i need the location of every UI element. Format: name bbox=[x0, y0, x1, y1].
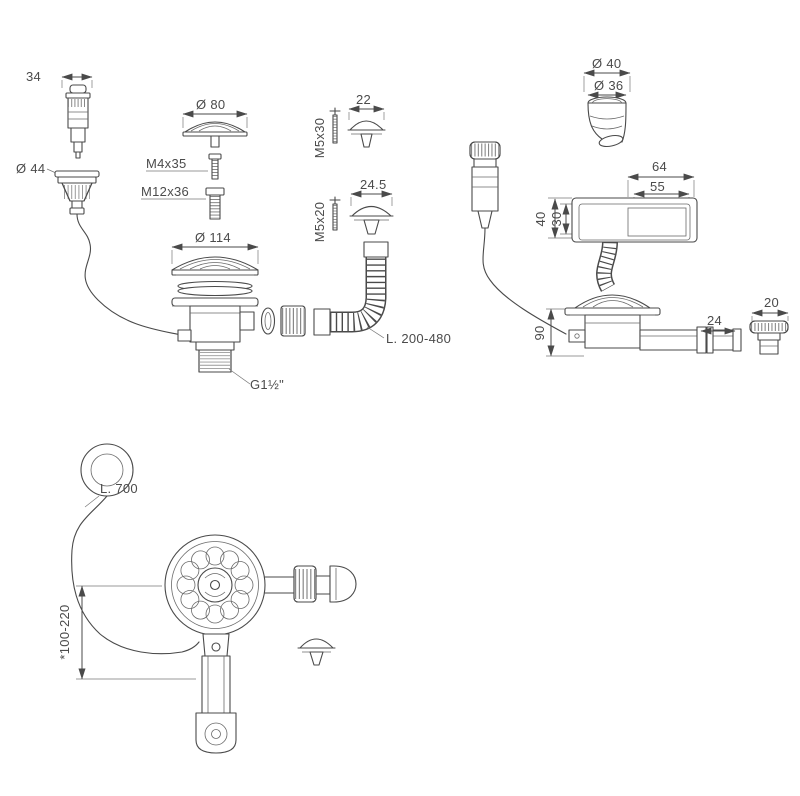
dim-30: 30 bbox=[549, 211, 564, 226]
part-control-knob: L. 700 bbox=[71, 443, 200, 655]
strainer-petal-pattern bbox=[176, 546, 254, 624]
dim-64: 64 bbox=[652, 159, 667, 174]
dim-22: 22 bbox=[356, 92, 371, 107]
cable-left bbox=[76, 213, 182, 336]
part-gasket bbox=[177, 280, 253, 297]
dim-24-5: 24.5 bbox=[360, 177, 387, 192]
screw-m5x20: M5x20 bbox=[312, 196, 341, 243]
part-actuator-knob-small: 20 24 bbox=[700, 295, 789, 355]
dim-diameter-40-outer: Ø 40 bbox=[592, 56, 621, 71]
dim-diameter-44: Ø 44 bbox=[16, 161, 45, 176]
dim-20: 20 bbox=[764, 295, 779, 310]
part-knurled-nut bbox=[280, 305, 306, 337]
part-flex-hose-right bbox=[596, 241, 618, 292]
label-m5x20: M5x20 bbox=[312, 202, 327, 243]
part-overflow-cap-bottom: 24.5 bbox=[349, 177, 394, 235]
part-outlet-elbow: Ø 40 Ø 36 bbox=[583, 56, 631, 148]
screw-m5x30: M5x30 bbox=[312, 107, 341, 159]
screw-m4x35: M4x35 bbox=[146, 153, 222, 180]
label-cable-length: L. 700 bbox=[100, 481, 138, 496]
part-tailpipe bbox=[195, 633, 237, 754]
cable-right bbox=[482, 227, 567, 335]
dim-40: 40 bbox=[533, 211, 548, 226]
label-hose-length: L. 200-480 bbox=[386, 331, 451, 346]
part-pushbutton: 34 bbox=[26, 69, 93, 159]
label-m12x36: M12x36 bbox=[141, 184, 189, 199]
part-drain-body-right: 90 bbox=[532, 294, 742, 357]
dim-34: 34 bbox=[26, 69, 41, 84]
dim-24: 24 bbox=[707, 313, 722, 328]
label-m5x30: M5x30 bbox=[312, 118, 327, 159]
dim-install-height: *100-220 bbox=[57, 585, 196, 680]
part-remote-knob bbox=[469, 141, 567, 335]
part-overflow-cover: 64 55 40 30 bbox=[533, 159, 698, 243]
label-install-height: *100-220 bbox=[57, 604, 72, 659]
dim-55: 55 bbox=[650, 179, 665, 194]
part-flex-elbow: L. 200-480 bbox=[313, 241, 451, 346]
part-strainer-cap-small: Ø 80 bbox=[182, 97, 248, 148]
dim-diameter-80: Ø 80 bbox=[196, 97, 225, 112]
label-m4x35: M4x35 bbox=[146, 156, 187, 171]
screw-m12x36: M12x36 bbox=[141, 184, 225, 220]
part-washer bbox=[260, 307, 276, 335]
part-cap-spare bbox=[297, 638, 336, 666]
part-overflow-cap-top: 22 bbox=[347, 92, 386, 148]
dim-diameter-114: Ø 114 bbox=[195, 230, 231, 245]
part-strainer-face bbox=[164, 534, 266, 636]
part-side-actuator bbox=[264, 565, 357, 603]
part-strainer-basket: Ø 114 bbox=[171, 230, 259, 276]
part-flange-bush: Ø 44 bbox=[16, 161, 182, 336]
dim-90: 90 bbox=[532, 325, 547, 340]
part-drain-body-left: G1½" bbox=[171, 297, 284, 392]
dim-thread-g1-1-2: G1½" bbox=[250, 377, 284, 392]
cable-assembled bbox=[71, 495, 200, 655]
dim-diameter-36-outer: Ø 36 bbox=[594, 78, 623, 93]
